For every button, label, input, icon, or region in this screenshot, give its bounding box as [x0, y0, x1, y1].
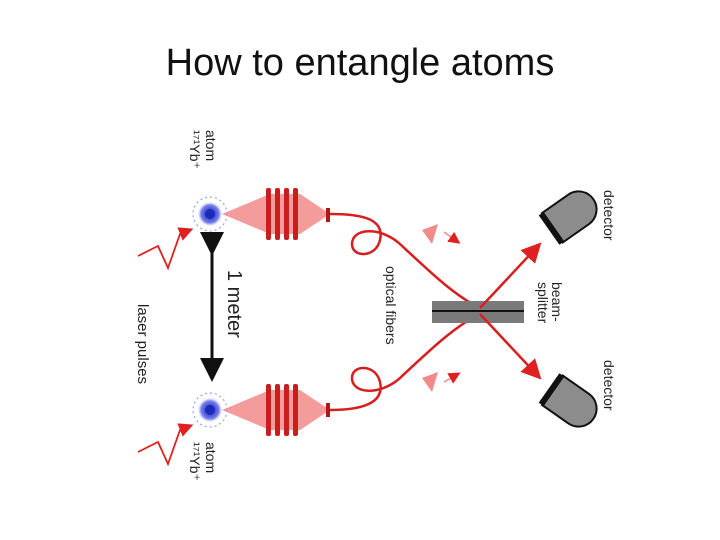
- optical-fiber-top: [329, 212, 481, 310]
- slide-title: How to entangle atoms: [165, 42, 555, 84]
- optical-fibers-label: optical fibers: [383, 266, 399, 345]
- atom-top-label-line2: atom: [203, 130, 219, 161]
- photon-top: [422, 224, 438, 244]
- optical-fiber-bottom: [329, 312, 481, 412]
- output-beam-bottom: [479, 313, 542, 380]
- lens-stack-bottom: [266, 384, 298, 436]
- splitter-label-line1: beam-: [549, 282, 565, 322]
- fiber-coupler-top: [326, 208, 330, 222]
- photon-bottom-arrow: [443, 372, 461, 384]
- photon-top-arrow: [443, 231, 461, 244]
- laser-pulses-label: laser pulses: [134, 304, 151, 384]
- atom-bottom-label-line2: atom: [203, 442, 219, 473]
- detector-top-label: detector: [601, 190, 617, 241]
- laser-pulse-bottom: [137, 423, 194, 467]
- output-beam-top: [479, 242, 542, 309]
- photon-bottom: [422, 372, 438, 392]
- detector-bottom: [538, 373, 598, 428]
- atom-top-label-line1: ¹⁷¹Yb⁺: [187, 130, 203, 169]
- fiber-coupler-bottom: [326, 403, 330, 417]
- detector-top: [538, 190, 598, 245]
- atom-bottom-label-line1: ¹⁷¹Yb⁺: [187, 442, 203, 481]
- splitter-label-line2: splitter: [535, 282, 551, 324]
- atom-top: [192, 196, 228, 232]
- atom-bottom: [192, 392, 228, 428]
- distance-label: 1 meter: [223, 270, 245, 338]
- lens-stack-top: [266, 188, 298, 240]
- laser-pulse-top: [137, 227, 194, 271]
- detector-bottom-label: detector: [601, 360, 617, 411]
